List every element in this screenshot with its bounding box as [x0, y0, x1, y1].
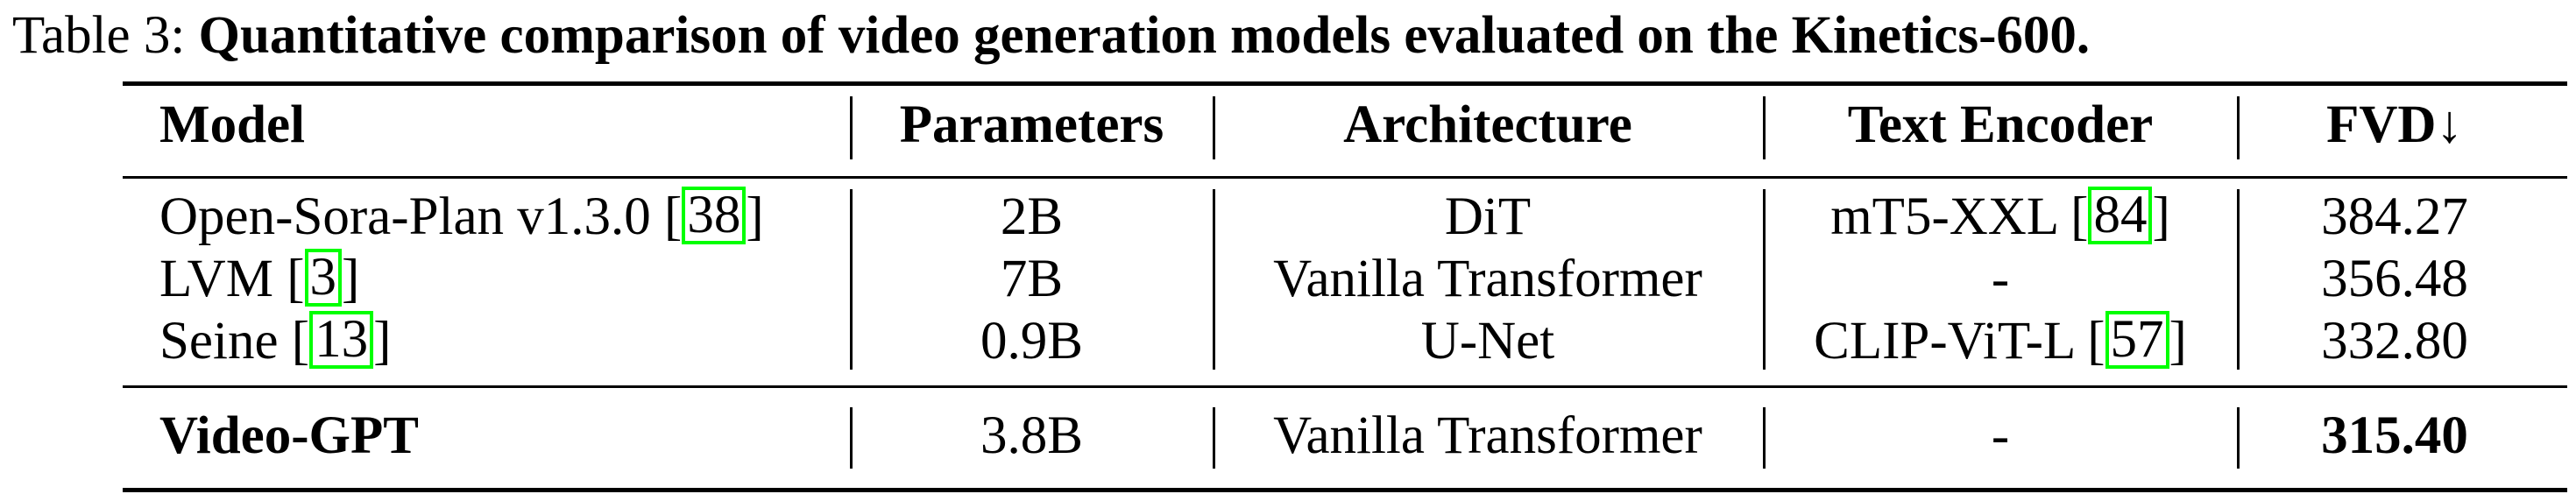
citation-link[interactable]: 57 — [2105, 311, 2169, 369]
column-separator — [2237, 407, 2240, 469]
header-architecture: Architecture — [1343, 95, 1632, 154]
citation-link[interactable]: 84 — [2088, 187, 2153, 244]
table-cell-architecture: Vanilla Transformer — [1273, 250, 1702, 308]
header-text-encoder: Text Encoder — [1847, 95, 2154, 154]
ours-text-encoder: - — [1991, 406, 2010, 465]
table-cell-fvd: 356.48 — [2321, 250, 2468, 308]
text-encoder-name: CLIP-ViT-L — [1814, 312, 2074, 370]
header-fvd: FVD↓ — [2326, 95, 2463, 154]
table-cell-parameters: 2B — [1000, 187, 1064, 246]
column-separator — [1213, 189, 1215, 370]
table-cell-text-encoder: mT5-XXL [84] — [1830, 186, 2170, 246]
column-separator — [1763, 96, 1766, 159]
header-model: Model — [159, 95, 306, 154]
column-separator — [1213, 407, 1215, 469]
column-separator — [1213, 96, 1215, 159]
column-separator — [2237, 96, 2240, 159]
text-encoder-name: mT5-XXL — [1830, 187, 2057, 246]
caption-label: Table 3: — [12, 6, 186, 65]
column-separator — [2237, 189, 2240, 370]
table-row-model: Open-Sora-Plan v1.3.0 [38] — [159, 186, 764, 246]
column-separator — [1763, 189, 1766, 370]
top-rule — [123, 81, 2567, 86]
ours-parameters: 3.8B — [980, 406, 1083, 465]
caption-title: Quantitative comparison of video generat… — [198, 6, 2091, 65]
table-cell-text-encoder: - — [1991, 250, 2010, 308]
table-cell-parameters: 7B — [1000, 250, 1064, 308]
table-row-model: LVM [3] — [159, 248, 360, 308]
bottom-rule — [123, 488, 2567, 492]
table-cell-fvd: 332.80 — [2321, 312, 2468, 370]
citation-link[interactable]: 13 — [309, 311, 374, 369]
model-name: Seine — [159, 312, 279, 370]
table-cell-fvd: 384.27 — [2321, 187, 2468, 246]
citation-link[interactable]: 3 — [304, 249, 343, 307]
ours-model: Video-GPT — [159, 406, 419, 465]
table-caption: Table 3: Quantitative comparison of vide… — [12, 4, 2571, 68]
ours-architecture: Vanilla Transformer — [1273, 406, 1702, 465]
table-row-model: Seine [13] — [159, 310, 392, 370]
model-name: LVM — [159, 250, 273, 308]
header-rule — [123, 176, 2567, 179]
citation-link[interactable]: 38 — [682, 187, 747, 244]
table-cell-architecture: DiT — [1444, 187, 1532, 246]
ours-separator-rule — [123, 385, 2567, 388]
table-cell-parameters: 0.9B — [980, 312, 1083, 370]
column-separator — [850, 189, 853, 370]
table-cell-text-encoder: CLIP-ViT-L [57] — [1814, 310, 2187, 370]
column-separator — [850, 407, 853, 469]
column-separator — [1763, 407, 1766, 469]
header-parameters: Parameters — [899, 95, 1164, 154]
table-cell-architecture: U-Net — [1420, 312, 1555, 370]
ours-fvd: 315.40 — [2321, 406, 2468, 465]
model-name: Open-Sora-Plan v1.3.0 — [159, 187, 651, 246]
column-separator — [850, 96, 853, 159]
